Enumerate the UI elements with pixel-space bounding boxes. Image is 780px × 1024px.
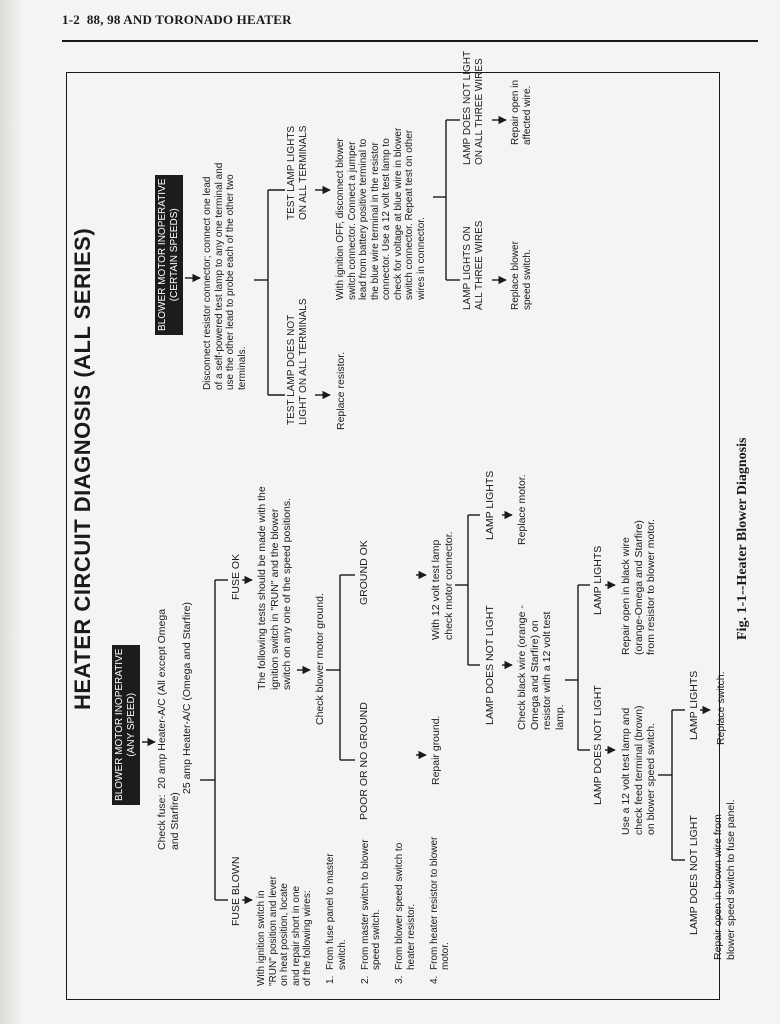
flowchart-connectors — [142, 115, 711, 905]
node-replace-motor: Replace motor. — [516, 474, 528, 545]
node-fuse-blown-action: With ignition switch in "RUN" position a… — [256, 826, 463, 986]
wire-list-item: From heater resistor to blower motor. — [428, 836, 452, 970]
diagram-title: HEATER CIRCUIT DIAGNOSIS (ALL SERIES) — [70, 227, 95, 710]
diagnosis-flowchart: HEATER CIRCUIT DIAGNOSIS (ALL SERIES) BL… — [60, 51, 740, 1000]
node-poor-ground: POOR OR NO GROUND — [358, 702, 370, 820]
node-lamp-lights-2: LAMP LIGHTS — [592, 545, 604, 615]
node-repair-ground: Repair ground. — [430, 715, 442, 785]
page-number: 1-2 — [62, 12, 80, 27]
node-check-black-wire: Check black wire (orange - Omega and Sta… — [516, 605, 566, 730]
header-rule — [62, 40, 758, 42]
node-lamp-lights-1: LAMP LIGHTS — [484, 470, 496, 540]
node-ground-ok: GROUND OK — [358, 540, 370, 605]
node-blower-inoperative-certain-speeds: BLOWER MOTOR INOPERATIVE (CERTAIN SPEEDS… — [155, 174, 183, 335]
node-test-lamp-lights: TEST LAMP LIGHTS ON ALL TERMINALS — [286, 125, 309, 220]
node-repair-brown-wire: Repair open in brown wire from blower sp… — [712, 799, 737, 960]
check-fuse-line-2: 25 amp Heater-A/C (Omega and Starfire) — [181, 602, 193, 794]
node-replace-resistor: Replace resistor. — [335, 351, 347, 430]
node-fuse-blown: FUSE BLOWN — [230, 856, 242, 926]
node-ground-ok-action: With 12 volt test lamp check motor conne… — [430, 531, 455, 640]
node-blower-inoperative-any-speed: BLOWER MOTOR INOPERATIVE (ANY SPEED) — [112, 644, 140, 805]
node-ignition-off-action: With ignition OFF, disconnect blower swi… — [335, 127, 427, 300]
node-test-lamp-not-light: TEST LAMP DOES NOT LIGHT ON ALL TERMINAL… — [286, 298, 309, 425]
page-edge-shadow — [0, 0, 22, 1024]
wire-list: From fuse panel to master switch. From m… — [314, 826, 464, 986]
node-lamp-not-light-3: LAMP DOES NOT LIGHT — [688, 815, 700, 935]
page-header: 1-2 88, 98 AND TORONADO HEATER — [62, 12, 292, 28]
figure-caption: Fig. 1-1--Heater Blower Diagnosis — [735, 437, 750, 640]
check-fuse-label: Check fuse: — [156, 794, 168, 850]
node-lamp-not-light-1: LAMP DOES NOT LIGHT — [484, 605, 496, 725]
node-repair-affected-wire: Repair open in affected wire. — [510, 79, 533, 145]
wire-list-item: From blower speed switch to heater resis… — [394, 842, 417, 970]
wire-list-item: From fuse panel to master switch. — [325, 853, 348, 970]
node-check-feed-terminal: Use a 12 volt test lamp and check feed t… — [620, 705, 657, 835]
node-lamp-not-light-all-three: LAMP DOES NOT LIGHT ON ALL THREE WIRES — [462, 50, 485, 165]
node-lamp-lights-3: LAMP LIGHTS — [688, 670, 700, 740]
section-title: 88, 98 AND TORONADO HEATER — [86, 12, 292, 27]
node-disconnect-resistor: Disconnect resistor connector; connect o… — [202, 162, 248, 390]
node-replace-switch: Replace switch. — [715, 671, 727, 745]
node-check-fuse: Check fuse: 20 amp Heater-A/C (All excep… — [156, 590, 194, 850]
wire-list-item: From master switch to blower speed switc… — [359, 839, 383, 970]
figure-frame — [66, 72, 720, 1000]
fuse-blown-instructions: With ignition switch in "RUN" position a… — [256, 876, 313, 986]
node-check-ground: Check blower motor ground. — [314, 593, 326, 725]
node-repair-black-wire: Repair open in black wire (orange-Omega … — [620, 519, 657, 655]
node-replace-blower-switch: Replace blower speed switch. — [510, 241, 533, 310]
node-fuse-ok: FUSE OK — [230, 553, 242, 600]
node-lamp-lights-all-three: LAMP LIGHTS ON ALL THREE WIRES — [462, 220, 485, 310]
node-fuse-ok-action: The following tests should be made with … — [256, 486, 293, 690]
node-lamp-not-light-2: LAMP DOES NOT LIGHT — [592, 685, 604, 805]
